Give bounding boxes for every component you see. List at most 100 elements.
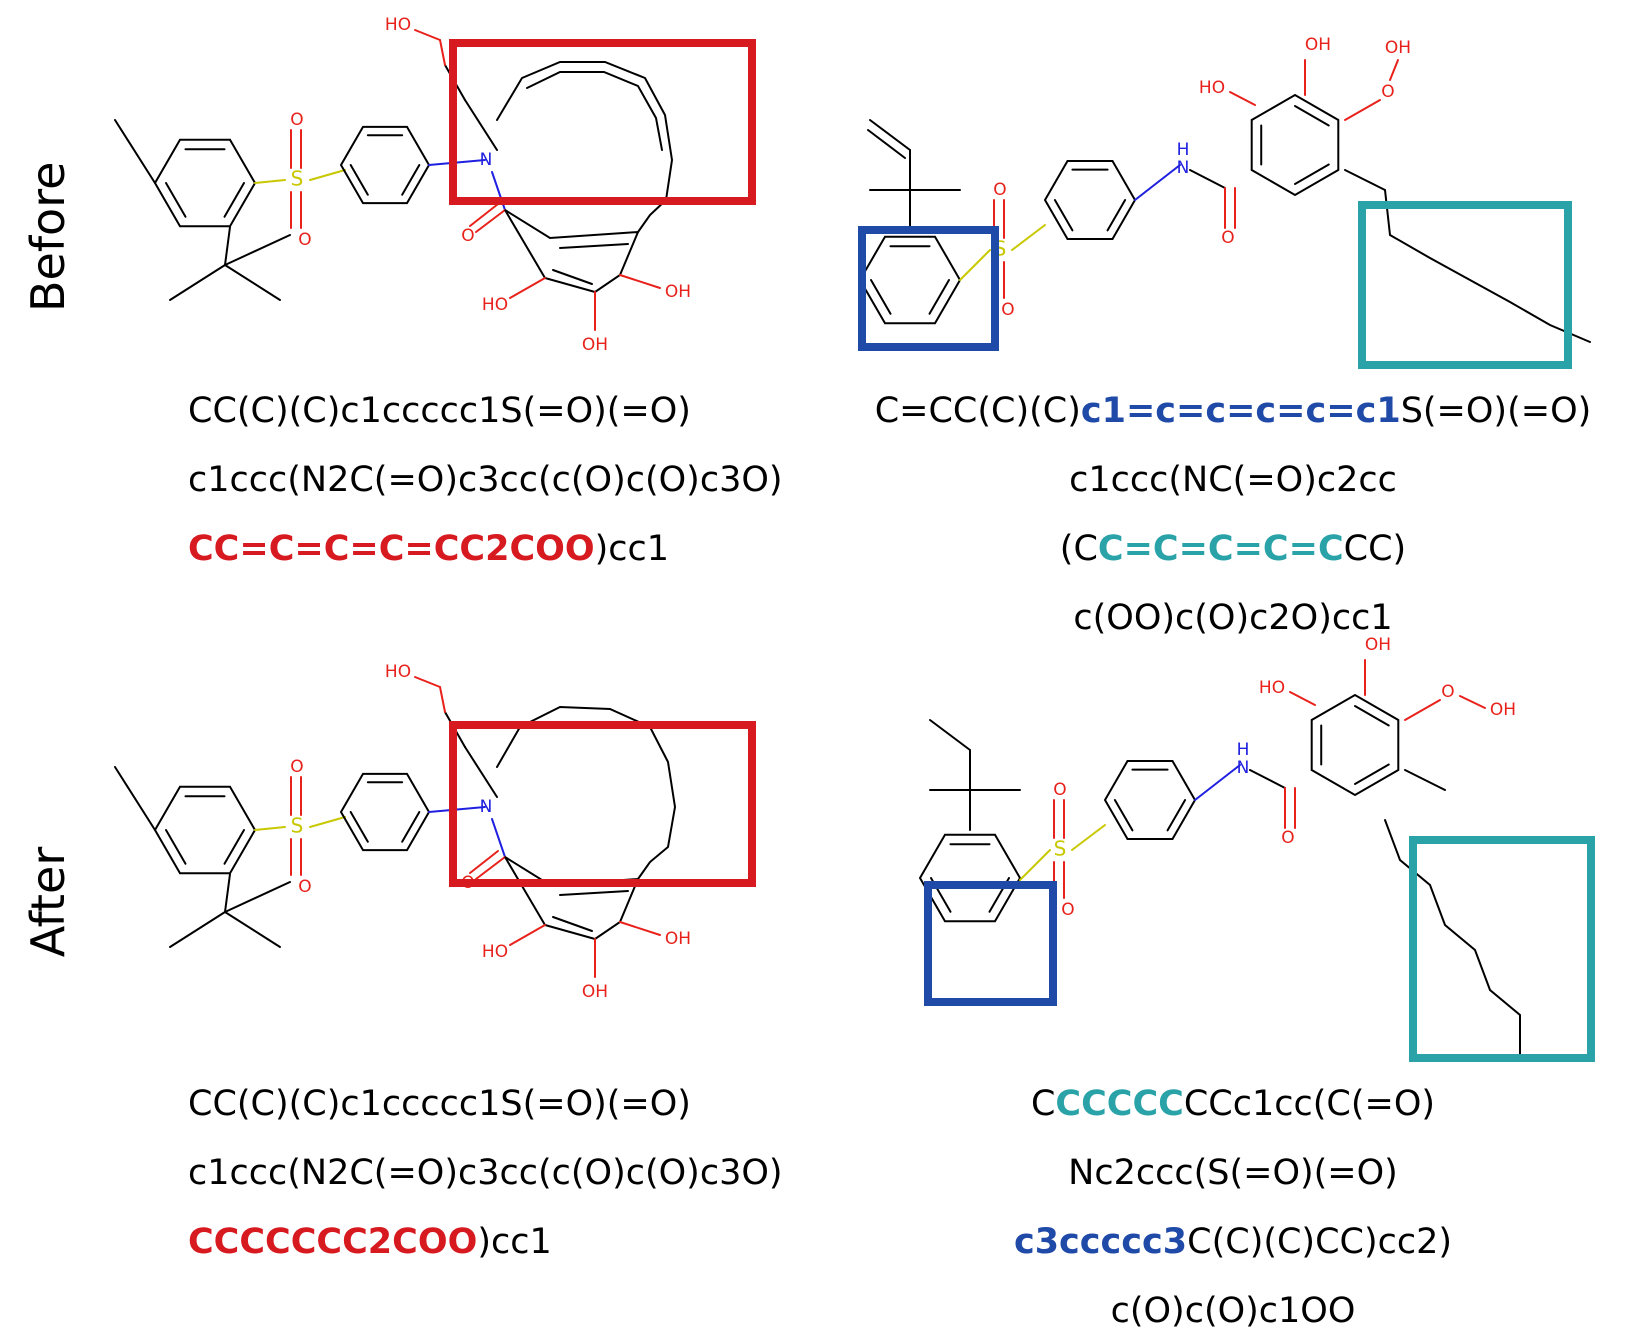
smiles-line: c1ccc(N2C(=O)c3cc(c(O)c(O)c3O) xyxy=(188,1156,783,1191)
before-left-s: S xyxy=(291,167,304,191)
before-right-o-bottom: O xyxy=(1001,300,1014,320)
after-right-ooh2 xyxy=(1459,695,1486,709)
before-right-blue-box xyxy=(858,226,999,351)
after-left-phenyl-b-inner xyxy=(349,811,369,843)
after-left-oh1 xyxy=(509,924,546,946)
after-left-arm3 xyxy=(439,686,446,713)
after-left-arm4 xyxy=(414,676,441,688)
before-left-co1 xyxy=(475,209,506,233)
smiles-segment: )cc1 xyxy=(594,529,670,569)
after-left-n: N xyxy=(480,797,493,817)
smiles-line: c1ccc(NC(=O)c2cc xyxy=(1069,463,1397,498)
before-left-tbu xyxy=(114,119,156,184)
smiles-segment: )cc1 xyxy=(477,1222,552,1262)
smiles-highlight: CCCCCCC2COO xyxy=(188,1222,478,1262)
before-right-o-peroxy: O xyxy=(1381,82,1394,102)
before-right-oh1 xyxy=(1229,91,1256,106)
before-right-ooh xyxy=(1344,99,1381,121)
after-left-arm1 xyxy=(464,746,498,798)
after-right-o-peroxy: O xyxy=(1441,682,1454,702)
after-left-o-bottom: O xyxy=(298,877,311,897)
before-right-ooh2 xyxy=(1389,59,1399,81)
before-left-cs xyxy=(254,179,286,184)
smiles-line: CC(C)(C)c1ccccc1S(=O)(=O) xyxy=(188,1087,691,1122)
after-right-h: H xyxy=(1237,740,1250,760)
before-right-h: H xyxy=(1177,140,1190,160)
before-left-cumulene-inner xyxy=(526,71,663,151)
after-left-ho-1: HO xyxy=(482,942,508,962)
after-left-macrocycle xyxy=(496,705,677,880)
after-right-phenyl-b-inner xyxy=(1113,799,1134,832)
before-right-q4 xyxy=(869,119,911,151)
smiles-highlight: CC=C=C=C=CC2COO xyxy=(188,529,595,569)
after-left-ring-d2 xyxy=(552,916,593,932)
after-right-amide xyxy=(1249,769,1286,789)
smiles-segment: S(=O)(=O) xyxy=(1400,391,1592,431)
after-left-o-top: O xyxy=(290,757,303,777)
before-right-n: N xyxy=(1177,158,1190,178)
smiles-segment: c(O)c(O)c1OO xyxy=(1110,1291,1356,1331)
after-left-amide xyxy=(491,818,506,858)
smiles-line: c1ccc(N2C(=O)c3cc(c(O)c(O)c3O) xyxy=(188,463,783,498)
smiles-segment: CC(C)(C)c1ccccc1S(=O)(=O) xyxy=(188,391,691,431)
after-left-phenyl-b-inner xyxy=(401,811,421,843)
before-right-cs2 xyxy=(1011,224,1046,251)
after-left-oh-2: OH xyxy=(665,929,691,949)
smiles-line: (CC=C=C=C=CCC) xyxy=(1060,532,1406,567)
after-right-teal-box xyxy=(1409,836,1595,1062)
before-right-nh xyxy=(1134,164,1181,201)
after-right-chain0 xyxy=(1404,769,1446,791)
after-left-highlight-box xyxy=(449,721,756,887)
before-right-phenyl-a xyxy=(858,235,962,325)
after-right-oh-3: OH xyxy=(1490,700,1516,720)
smiles-line: CC=C=C=C=CC2COO)cc1 xyxy=(188,532,669,567)
after-right-phenyl-b-inner xyxy=(1166,799,1187,832)
before-left-oh2 xyxy=(619,274,661,289)
before-right-oh-2: OH xyxy=(1305,35,1331,55)
after-right-o-carbonyl: O xyxy=(1281,828,1294,848)
before-left-tbu2 xyxy=(224,226,231,266)
after-right-nh xyxy=(1194,764,1241,801)
before-right-amide xyxy=(1189,169,1226,189)
before-left-ring-d1 xyxy=(559,243,629,249)
after-right-ring-inner xyxy=(1354,763,1390,785)
smiles-line: C=CC(C)(C)c1=c=c=c=c=c1S(=O)(=O) xyxy=(875,394,1592,429)
smiles-line: Nc2ccc(S(=O)(=O) xyxy=(1068,1156,1398,1191)
after-left-phenyl-a-inner xyxy=(223,829,245,865)
smiles-highlight: C=C=C=C=C xyxy=(1097,529,1344,569)
after-right-s: S xyxy=(1054,837,1067,861)
smiles-line: c3ccccc3C(C)(C)CC)cc2) xyxy=(1014,1225,1452,1260)
after-left-tbu4 xyxy=(224,881,291,913)
after-left-oh2 xyxy=(619,921,661,936)
smiles-segment: c1ccc(NC(=O)c2cc xyxy=(1069,460,1397,500)
after-left-ring xyxy=(504,856,640,941)
before-left-o-bottom: O xyxy=(298,230,311,250)
before-right-phenyl-b xyxy=(1043,160,1137,240)
before-left-phenyl-b-inner xyxy=(349,164,369,196)
before-left-o-carbonyl: O xyxy=(461,226,474,246)
before-right-vinyl xyxy=(867,129,906,159)
before-right-ring-inner xyxy=(1294,105,1330,127)
after-left-tbu2 xyxy=(224,873,231,913)
smiles-segment: c(OO)c(O)c2O)cc1 xyxy=(1073,598,1393,638)
after-left-cs2 xyxy=(309,816,346,828)
after-left-phenyl-b xyxy=(339,772,431,852)
before-right-o-carbonyl: O xyxy=(1221,228,1234,248)
after-left-co1 xyxy=(475,856,506,880)
before-left-ring xyxy=(504,209,640,294)
before-left-phenyl-b-inner xyxy=(401,164,421,196)
smiles-highlight: CCCCC xyxy=(1055,1084,1184,1124)
before-left-n: N xyxy=(480,150,493,170)
after-right-cs xyxy=(1019,849,1051,881)
after-right-ring-inner xyxy=(1354,705,1390,727)
before-left-tbu3 xyxy=(169,264,226,301)
after-left-phenyl-a-inner xyxy=(165,829,187,865)
before-left-ho-1: HO xyxy=(482,295,508,315)
before-right-phenyl-a-inner xyxy=(928,279,950,315)
after-right-chain xyxy=(1384,819,1521,1061)
after-left-phenyl-a xyxy=(153,785,257,875)
before-right-cs xyxy=(959,249,991,281)
after-right-oh-2: OH xyxy=(1365,635,1391,655)
smiles-line: c(OO)c(O)c2O)cc1 xyxy=(1073,601,1392,636)
